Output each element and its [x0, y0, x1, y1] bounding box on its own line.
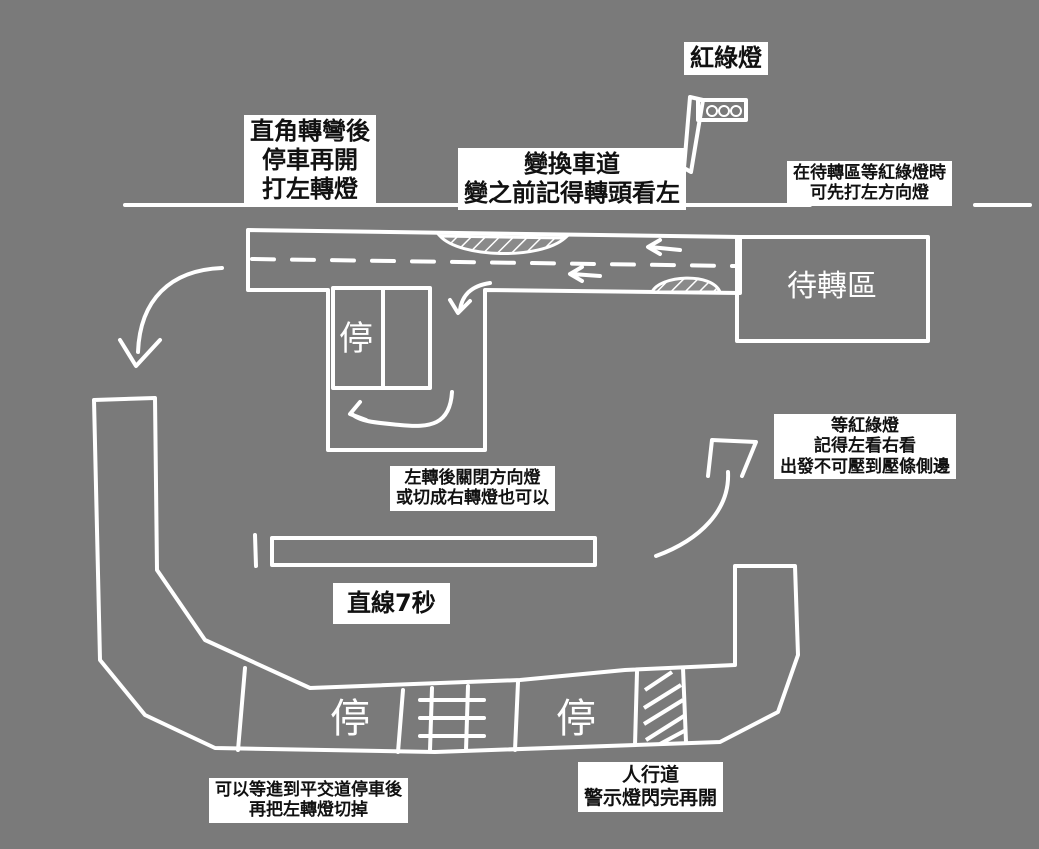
left-arrow-1 — [648, 245, 682, 252]
rail-crossing-note-label: 可以等進到平交道停車後 再把左轉燈切掉 — [209, 778, 408, 823]
waiting-zone-text: 待轉區 — [787, 269, 877, 304]
divider-3 — [513, 680, 520, 752]
u-curve-road — [92, 396, 800, 754]
light-bulb-3 — [730, 105, 742, 117]
wait-light-look-line-3: 出發不可壓到壓條側邊 — [780, 456, 950, 477]
exit-curve-arrowhead — [706, 438, 758, 478]
wait-light-look-label: 等紅綠燈 記得左看右看 出發不可壓到壓條側邊 — [774, 414, 956, 480]
left-arrow-1-head — [646, 238, 662, 256]
crosswalk-note-line-2: 警示燈閃完再開 — [584, 786, 718, 809]
left-turn-off-line-1: 左轉後關閉方向燈 — [404, 468, 541, 488]
lane-divider — [250, 257, 737, 268]
waiting-zone-note-line-2: 可先打左方向燈 — [810, 183, 929, 204]
crosswalk — [642, 670, 687, 746]
change-lane-line-1: 變換車道 — [524, 150, 620, 178]
wait-light-look-line-1: 等紅綠燈 — [831, 416, 899, 436]
hatched-island-top — [436, 234, 569, 255]
waiting-zone-box — [735, 235, 930, 343]
hatched-island-right — [649, 276, 723, 294]
straight-bar-tick — [253, 533, 258, 568]
waiting-zone-note-line-1: 在待轉區等紅綠燈時 — [793, 163, 946, 183]
bay-entry-arrow — [458, 281, 492, 312]
crosswalk-note-label: 人行道 警示燈閃完再開 — [578, 762, 724, 812]
wait-light-look-line-2: 記得左看右看 — [814, 436, 916, 457]
left-curve-arrow — [136, 266, 224, 354]
traffic-light-head — [696, 98, 748, 122]
right-angle-turn-line-1: 直角轉彎後 — [250, 117, 370, 145]
straight-line-label: 直線7秒 — [333, 583, 450, 624]
left-curve-arrowhead — [118, 338, 162, 368]
stop-right-text: 停 — [556, 696, 596, 742]
left-arrow-2-head — [568, 265, 584, 283]
light-bulb-1 — [706, 105, 718, 117]
rail-crossing-note-line-2: 再把左轉燈切掉 — [249, 800, 368, 821]
right-angle-turn-label: 直角轉彎後 停車再開 打左轉燈 — [244, 115, 376, 206]
divider-1 — [236, 666, 247, 752]
right-angle-turn-line-2: 停車再開 — [262, 145, 358, 174]
traffic-light-pole — [682, 95, 705, 174]
left-turn-off-line-2: 或切成右轉燈也可以 — [396, 488, 549, 509]
waiting-zone-note-label: 在待轉區等紅綠燈時 可先打左方向燈 — [787, 161, 952, 206]
divider-2 — [396, 688, 405, 754]
straight-bar — [270, 536, 597, 567]
crosswalk-note-line-1: 人行道 — [622, 764, 680, 786]
left-arrow-2 — [570, 272, 602, 278]
right-angle-turn-line-3: 打左轉燈 — [262, 174, 358, 203]
parking-bay-right — [381, 286, 432, 390]
bay-u-arrowhead — [348, 400, 368, 422]
change-lane-label: 變換車道 變之前記得轉頭看左 — [458, 148, 686, 210]
stop-box-text: 停 — [339, 319, 373, 359]
left-turn-off-label: 左轉後關閉方向燈 或切成右轉燈也可以 — [390, 466, 555, 511]
divider-4 — [633, 670, 639, 747]
traffic-light-label: 紅綠燈 — [684, 42, 768, 75]
light-bulb-2 — [718, 105, 730, 117]
rail-crossing-note-line-1: 可以等進到平交道停車後 — [215, 780, 402, 800]
change-lane-line-2: 變之前記得轉頭看左 — [464, 178, 680, 207]
stop-left-text: 停 — [330, 696, 370, 742]
main-road — [246, 228, 742, 452]
bay-entry-arrowhead — [448, 298, 472, 315]
exit-curve-arrow — [654, 470, 731, 558]
